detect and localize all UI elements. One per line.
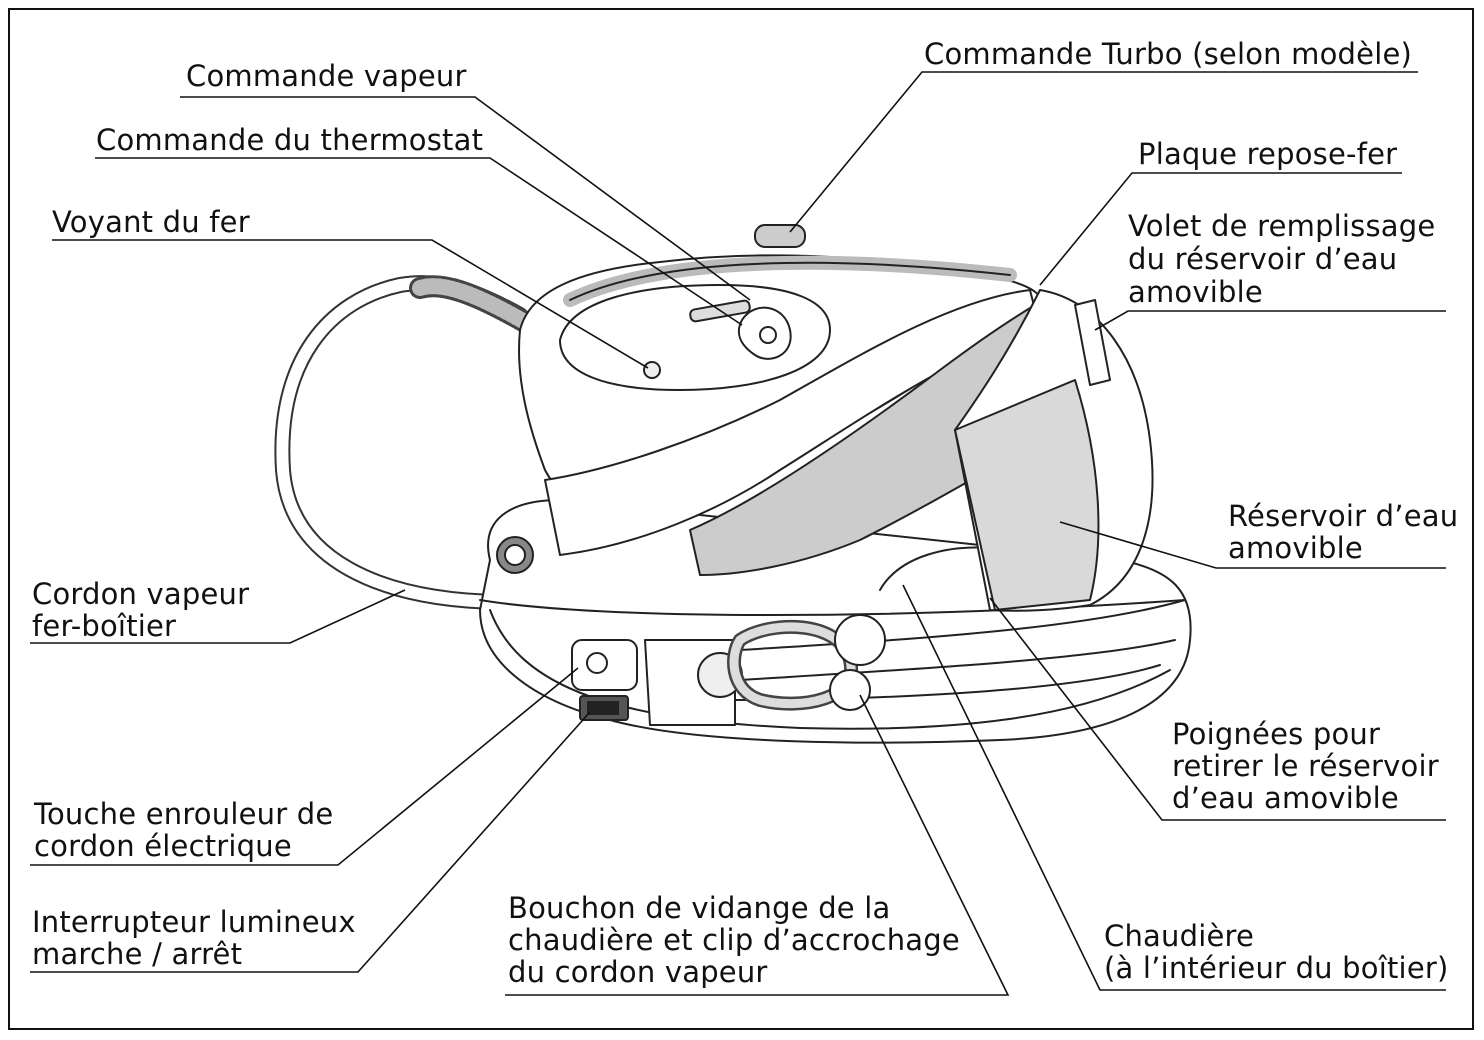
cord-reel-button	[571, 639, 638, 691]
leader-interrupteur	[30, 711, 591, 973]
leader-commande-thermostat	[95, 157, 743, 326]
iron-indicator	[643, 361, 661, 379]
leader-touche	[30, 667, 579, 866]
label-commande-turbo: Commande Turbo (selon modèle)	[924, 37, 1413, 71]
leader-volet	[1094, 310, 1446, 331]
leader-turbo	[789, 71, 1418, 233]
label-voyant-fer: Voyant du fer	[52, 205, 250, 239]
leader-cordon	[30, 589, 406, 644]
label-commande-vapeur: Commande vapeur	[186, 59, 467, 93]
leader-commande-vapeur	[180, 96, 751, 301]
leader-reservoir	[1059, 521, 1446, 569]
thermostat-knob	[737, 306, 792, 360]
leader-voyant	[52, 239, 649, 369]
leader-bouchon	[505, 694, 1010, 996]
label-plaque-repose-fer: Plaque repose-fer	[1138, 137, 1398, 171]
diagram-frame	[8, 8, 1474, 1030]
label-commande-thermostat: Commande du thermostat	[96, 123, 484, 157]
label-chaudiere: Chaudière(à l’intérieur du boîtier)	[1104, 919, 1449, 985]
leader-poignees	[989, 597, 1446, 821]
leader-plaque	[1039, 172, 1402, 286]
turbo-button	[754, 224, 806, 248]
leader-chaudiere	[902, 584, 1446, 991]
